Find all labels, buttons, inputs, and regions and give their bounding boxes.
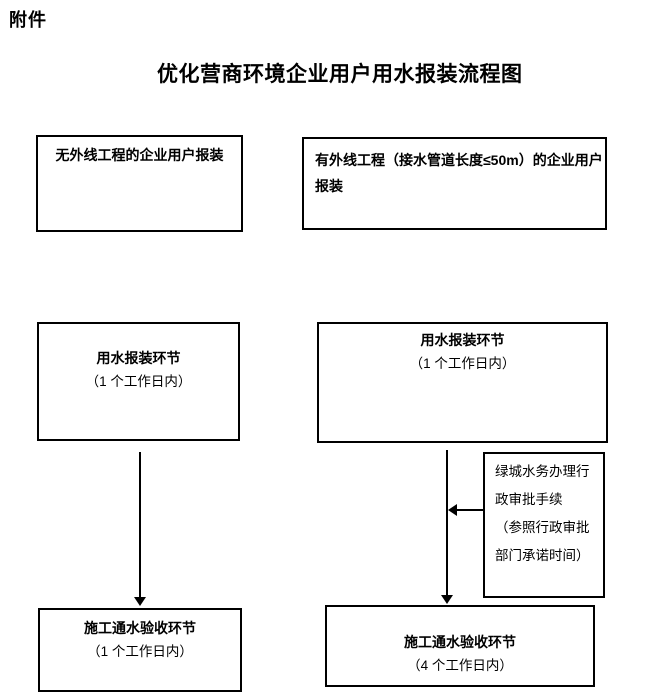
arrow-down-icon: [441, 595, 453, 604]
arrow-down-icon: [134, 597, 146, 606]
attachment-label: 附件: [9, 10, 47, 30]
box-water-report-step-left: 用水报装环节 （1 个工作日内）: [37, 322, 240, 441]
approval-note-line2: 政审批手续: [495, 492, 563, 507]
approval-note-line4: 部门承诺时间）: [495, 548, 590, 563]
connector-approval-note-to-flow: [456, 509, 484, 511]
approval-note-line1: 绿城水务办理行: [495, 464, 590, 479]
box-acceptance-step-left: 施工通水验收环节 （1 个工作日内）: [38, 608, 242, 692]
approval-note-line3: （参照行政审批: [495, 520, 590, 535]
box-water-report-step-right: 用水报装环节 （1 个工作日内）: [317, 322, 608, 443]
box-acceptance-step-right: 施工通水验收环节 （4 个工作日内）: [325, 605, 595, 687]
box-external-works-label-line1: 有外线工程（接水管道长度≤50m）的企业用户: [315, 152, 603, 168]
box-no-external-works-label: 无外线工程的企业用户报装: [55, 147, 224, 163]
acceptance-title-left: 施工通水验收环节: [84, 620, 196, 636]
acceptance-duration-left: （1 个工作日内）: [87, 644, 193, 659]
arrow-left-icon: [448, 504, 457, 516]
acceptance-title-right: 施工通水验收环节: [404, 634, 516, 650]
box-external-works-start: 有外线工程（接水管道长度≤50m）的企业用户 报装: [302, 137, 607, 230]
connector-right-report-to-acceptance: [446, 450, 448, 596]
box-approval-note: 绿城水务办理行 政审批手续 （参照行政审批 部门承诺时间）: [483, 452, 605, 598]
connector-left-report-to-acceptance: [139, 452, 141, 598]
water-report-duration-right: （1 个工作日内）: [409, 356, 516, 371]
water-report-duration-left: （1 个工作日内）: [85, 374, 192, 389]
box-external-works-label-line2: 报装: [315, 178, 343, 194]
water-report-title-right: 用水报装环节: [420, 332, 505, 348]
acceptance-duration-right: （4 个工作日内）: [407, 658, 513, 673]
water-report-title-left: 用水报装环节: [96, 350, 181, 366]
page-title: 优化营商环境企业用户用水报装流程图: [157, 63, 523, 86]
box-no-external-works-start: 无外线工程的企业用户报装: [36, 135, 243, 232]
